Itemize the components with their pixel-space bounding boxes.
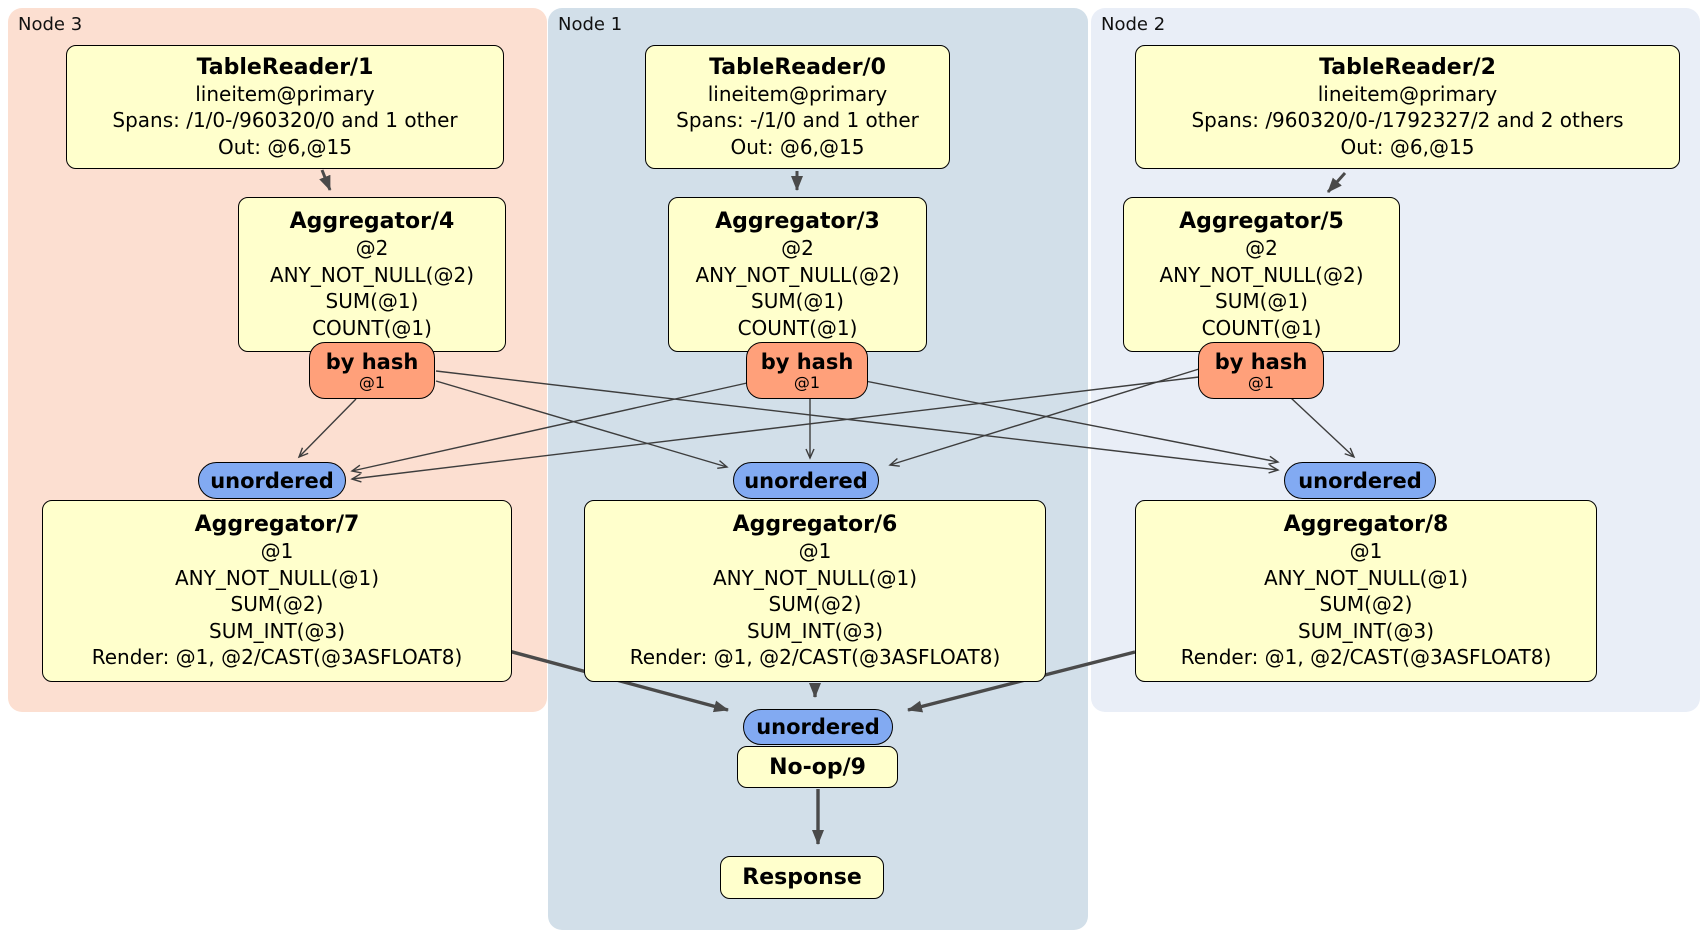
aggregator-7-fn1: ANY_NOT_NULL(@1) xyxy=(175,565,379,590)
tablereader-2-spans: Spans: /960320/0-/1792327/2 and 2 others xyxy=(1191,108,1624,133)
unordered-sync-node2: unordered xyxy=(1284,462,1436,499)
unordered-sync-node1: unordered xyxy=(733,462,879,499)
aggregator-8-fn3: SUM_INT(@3) xyxy=(1298,618,1434,643)
node2-label: Node 2 xyxy=(1101,14,1166,35)
noop-9-node: No-op/9 xyxy=(737,746,898,788)
aggregator-3-fn2: SUM(@1) xyxy=(751,289,844,313)
aggregator-7-node: Aggregator/7 @1 ANY_NOT_NULL(@1) SUM(@2)… xyxy=(42,500,512,682)
tablereader-2-out: Out: @6,@15 xyxy=(1340,134,1475,159)
by-hash-router-node3: by hash @1 xyxy=(309,342,435,399)
aggregator-6-fn1: ANY_NOT_NULL(@1) xyxy=(713,565,917,590)
aggregator-6-fn2: SUM(@2) xyxy=(768,592,862,617)
aggregator-3-title: Aggregator/3 xyxy=(715,209,880,234)
aggregator-4-fn1: ANY_NOT_NULL(@2) xyxy=(270,262,474,287)
aggregator-7-fn3: SUM_INT(@3) xyxy=(209,618,345,643)
aggregator-3-fn1: ANY_NOT_NULL(@2) xyxy=(695,262,900,287)
tablereader-1-spans: Spans: /1/0-/960320/0 and 1 other xyxy=(112,108,458,133)
aggregator-4-fn3: COUNT(@1) xyxy=(312,315,432,340)
noop-9-title: No-op/9 xyxy=(769,754,866,780)
tablereader-1-node: TableReader/1 lineitem@primary Spans: /1… xyxy=(66,45,504,169)
aggregator-4-node: Aggregator/4 @2 ANY_NOT_NULL(@2) SUM(@1)… xyxy=(238,197,506,352)
aggregator-5-fn1: ANY_NOT_NULL(@2) xyxy=(1159,262,1364,287)
node3-label: Node 3 xyxy=(18,14,83,35)
tablereader-2-title: TableReader/2 xyxy=(1319,54,1496,80)
aggregator-8-render: Render: @1, @2/CAST(@3ASFLOAT8) xyxy=(1180,645,1552,670)
aggregator-8-title: Aggregator/8 xyxy=(1283,512,1449,538)
aggregator-6-render: Render: @1, @2/CAST(@3ASFLOAT8) xyxy=(629,645,1001,670)
by-hash-label: by hash xyxy=(1214,349,1308,374)
aggregator-5-node: Aggregator/5 @2 ANY_NOT_NULL(@2) SUM(@1)… xyxy=(1123,197,1400,352)
aggregator-6-title: Aggregator/6 xyxy=(732,512,898,538)
aggregator-5-title: Aggregator/5 xyxy=(1179,209,1344,234)
tablereader-2-node: TableReader/2 lineitem@primary Spans: /9… xyxy=(1135,45,1680,169)
unordered-sync-final: unordered xyxy=(743,709,893,745)
aggregator-7-render: Render: @1, @2/CAST(@3ASFLOAT8) xyxy=(91,645,463,670)
aggregator-3-node: Aggregator/3 @2 ANY_NOT_NULL(@2) SUM(@1)… xyxy=(668,197,927,352)
aggregator-8-fn2: SUM(@2) xyxy=(1319,592,1413,617)
tablereader-0-spans: Spans: -/1/0 and 1 other xyxy=(676,108,919,133)
aggregator-7-title: Aggregator/7 xyxy=(194,512,360,538)
by-hash-router-node2: by hash @1 xyxy=(1198,342,1324,399)
response-title: Response xyxy=(742,865,862,890)
tablereader-0-out: Out: @6,@15 xyxy=(730,134,865,159)
node1-label: Node 1 xyxy=(558,14,623,35)
tablereader-2-index: lineitem@primary xyxy=(1317,81,1498,106)
by-hash-label: by hash xyxy=(325,349,419,374)
aggregator-5-fn2: SUM(@1) xyxy=(1215,289,1308,313)
aggregator-5-fn3: COUNT(@1) xyxy=(1201,315,1322,340)
tablereader-1-out: Out: @6,@15 xyxy=(218,134,352,159)
aggregator-6-node: Aggregator/6 @1 ANY_NOT_NULL(@1) SUM(@2)… xyxy=(584,500,1046,682)
by-hash-router-node1: by hash @1 xyxy=(746,342,868,399)
by-hash-cols: @1 xyxy=(1247,372,1275,392)
by-hash-cols: @1 xyxy=(358,372,386,392)
unordered-sync-node3: unordered xyxy=(198,462,346,499)
aggregator-4-title: Aggregator/4 xyxy=(289,209,455,234)
aggregator-6-groupcols: @1 xyxy=(798,539,832,564)
response-node: Response xyxy=(720,856,884,899)
by-hash-label: by hash xyxy=(760,349,854,374)
tablereader-1-title: TableReader/1 xyxy=(196,54,374,80)
aggregator-7-fn2: SUM(@2) xyxy=(230,592,324,617)
aggregator-6-fn3: SUM_INT(@3) xyxy=(747,618,883,643)
tablereader-0-title: TableReader/0 xyxy=(709,54,886,80)
aggregator-3-fn3: COUNT(@1) xyxy=(737,315,858,340)
aggregator-8-groupcols: @1 xyxy=(1349,539,1383,564)
aggregator-8-fn1: ANY_NOT_NULL(@1) xyxy=(1264,565,1468,590)
tablereader-1-index: lineitem@primary xyxy=(195,81,375,106)
aggregator-8-node: Aggregator/8 @1 ANY_NOT_NULL(@1) SUM(@2)… xyxy=(1135,500,1597,682)
aggregator-3-groupcols: @2 xyxy=(781,236,814,260)
aggregator-4-groupcols: @2 xyxy=(355,236,389,260)
by-hash-cols: @1 xyxy=(793,372,821,392)
tablereader-0-node: TableReader/0 lineitem@primary Spans: -/… xyxy=(645,45,950,169)
tablereader-0-index: lineitem@primary xyxy=(707,81,888,106)
aggregator-4-fn2: SUM(@1) xyxy=(325,289,419,313)
aggregator-5-groupcols: @2 xyxy=(1245,236,1278,260)
aggregator-7-groupcols: @1 xyxy=(260,539,294,564)
